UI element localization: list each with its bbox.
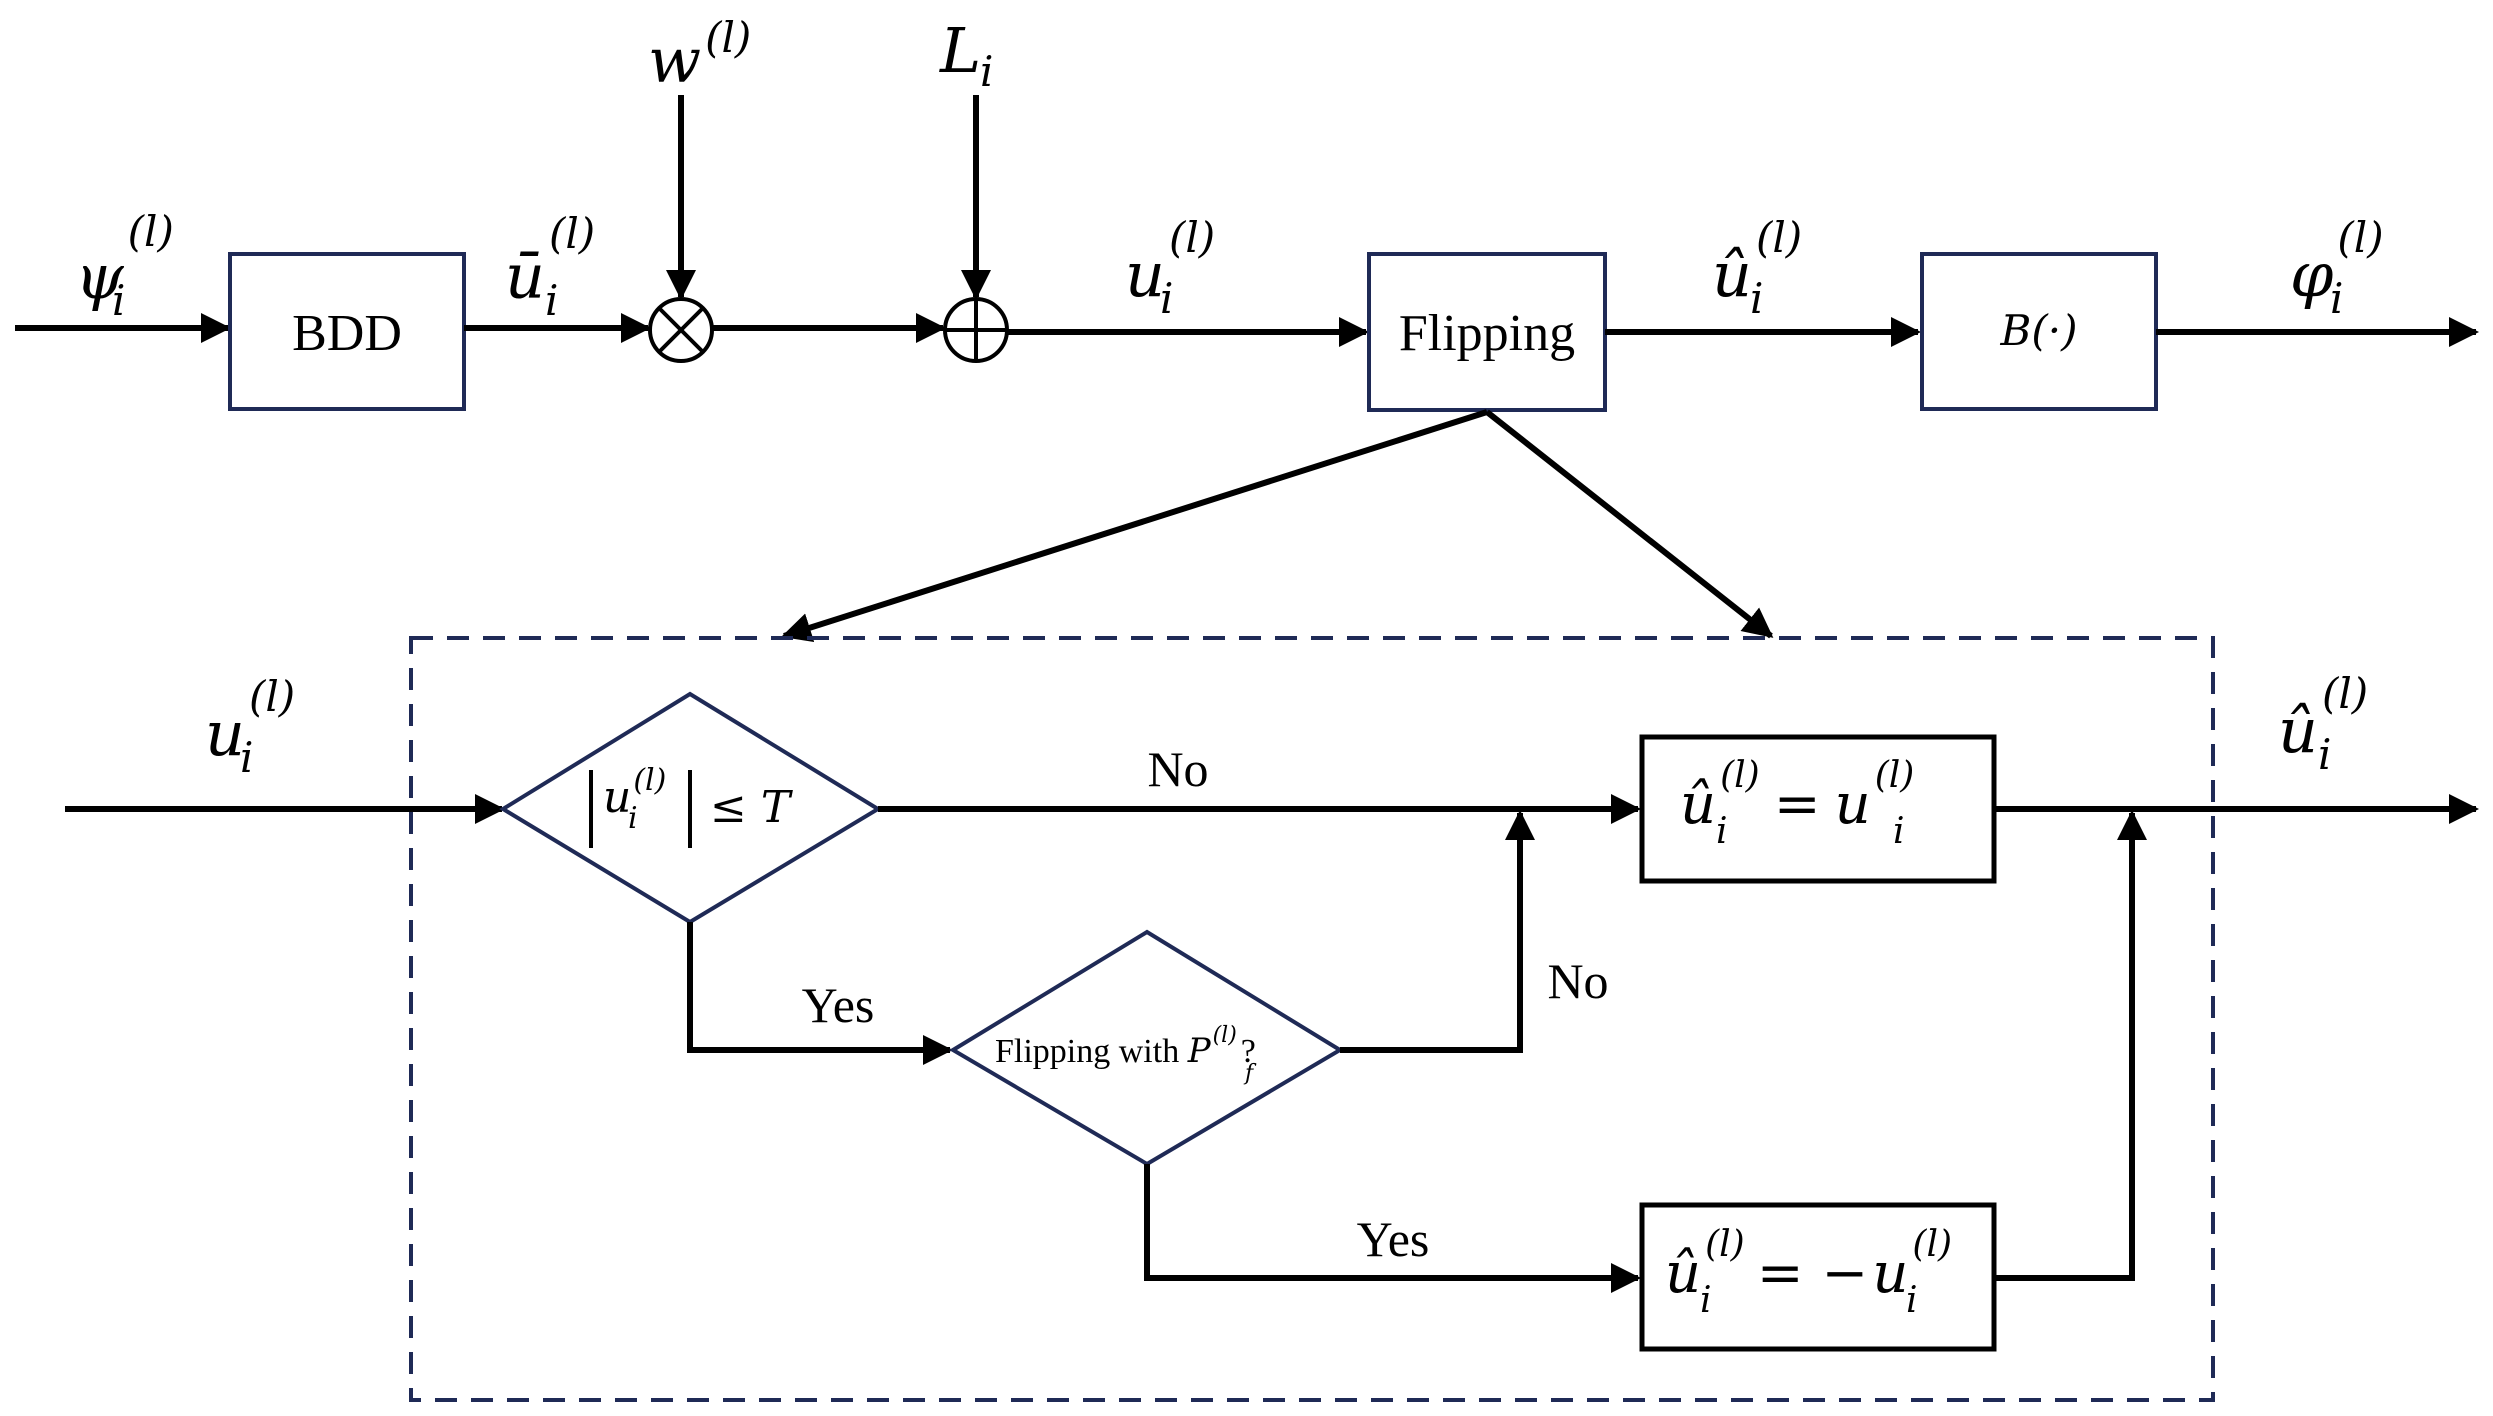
bdd-block <box>228 252 466 411</box>
detail-output-sub: i <box>2318 730 2331 779</box>
multiplier-x2 <box>657 306 705 354</box>
bdd-out-label: ū(l) <box>505 209 595 313</box>
result-keep-block <box>1639 734 1997 884</box>
expand-arrow-left <box>781 409 1488 643</box>
flipping-block <box>1367 252 1607 412</box>
bdd-out-sub: i <box>545 276 558 325</box>
arrow-decision2-no <box>1340 810 1535 1053</box>
flipping-out-sub: i <box>1750 274 1763 323</box>
flipping-detail-frame <box>409 636 2215 1402</box>
result-flip-sub-lhs: i <box>1700 1280 1712 1321</box>
decision2-text: Flipping with P(l)? <box>995 1023 1256 1071</box>
decision1-no-label: No <box>1147 741 1208 797</box>
input-psi-label: ψ(l) <box>75 207 174 313</box>
input-psi-sub: i <box>112 276 125 325</box>
result-flip-block <box>1639 1202 1997 1352</box>
mult-input-label: w(l) <box>648 13 751 97</box>
decision2-yes-label: Yes <box>1357 1211 1430 1267</box>
decision2-no-label: No <box>1547 953 1608 1009</box>
arrow-decision1-yes <box>687 922 953 1065</box>
decision1-sub: i <box>628 801 638 836</box>
decision1-abs-content: u(l) <box>603 763 666 823</box>
detail-output-label: û(l) <box>2278 669 2368 767</box>
arrow-decision2-yes <box>1144 1164 1641 1293</box>
b-block-label: B(·) <box>2000 306 2078 355</box>
result-flip-expr: û(l)= −u(l) <box>1665 1224 1952 1306</box>
result-keep-sub-lhs: i <box>1716 811 1728 852</box>
decision1-relation: ≤ T <box>710 782 794 833</box>
add-input-sub: i <box>980 47 993 96</box>
output-phi-label: φ(l) <box>2290 213 2384 311</box>
flipping-label: Flipping <box>1399 305 1575 362</box>
result-keep-sub-rhs: i <box>1893 811 1905 852</box>
detail-input-sub: i <box>240 733 253 782</box>
add-input-label: L <box>939 14 981 87</box>
b-block <box>1920 252 2158 411</box>
bdd-label: BDD <box>292 305 402 362</box>
arrow-flip-merge <box>1994 810 2147 1281</box>
expand-arrow-right <box>1485 409 1774 639</box>
result-keep-expr: û(l)=u(l) <box>1680 755 1914 837</box>
detail-input-label: u(l) <box>205 672 295 770</box>
flipping-out-label: û(l) <box>1712 213 1802 311</box>
adder-out-label: u(l) <box>1125 213 1215 311</box>
output-phi-sub: i <box>2330 274 2343 323</box>
result-flip-sub-rhs: i <box>1906 1280 1918 1321</box>
decision1-yes-label: Yes <box>802 977 875 1033</box>
adder-out-sub: i <box>1160 274 1173 323</box>
